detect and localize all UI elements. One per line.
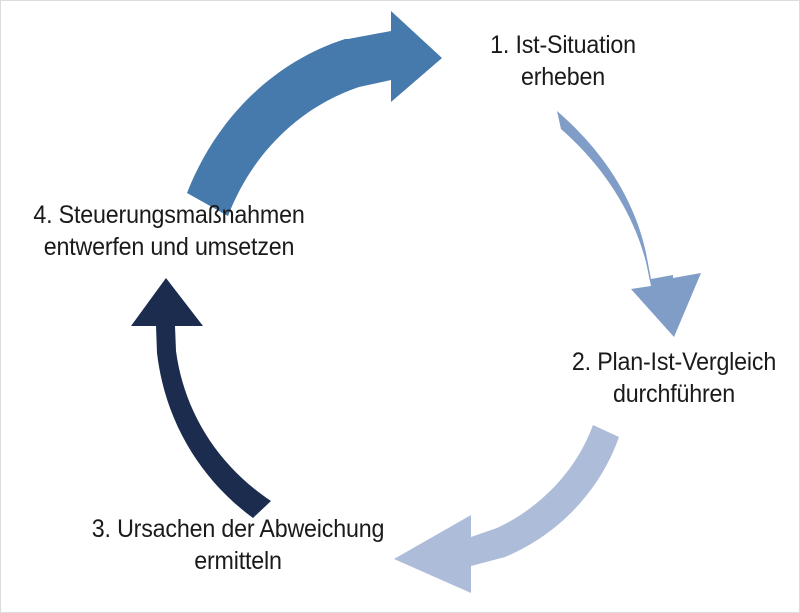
arrow-step3-to-step4 (131, 278, 271, 518)
arrow-step4-to-step1 (187, 11, 442, 216)
step-label-3: 3. Ursachen der Abweichung ermitteln (91, 515, 385, 575)
arrow-step1-to-step2 (557, 111, 701, 337)
arrow-step2-to-step3 (394, 425, 619, 593)
step-label-1: 1. Ist-Situation erheben (490, 31, 636, 91)
step-label-4: 4. Steuerungsmaßnahmen entwerfen und ums… (33, 201, 305, 261)
step-label-2: 2. Plan-Ist-Vergleich durchführen (571, 348, 777, 408)
